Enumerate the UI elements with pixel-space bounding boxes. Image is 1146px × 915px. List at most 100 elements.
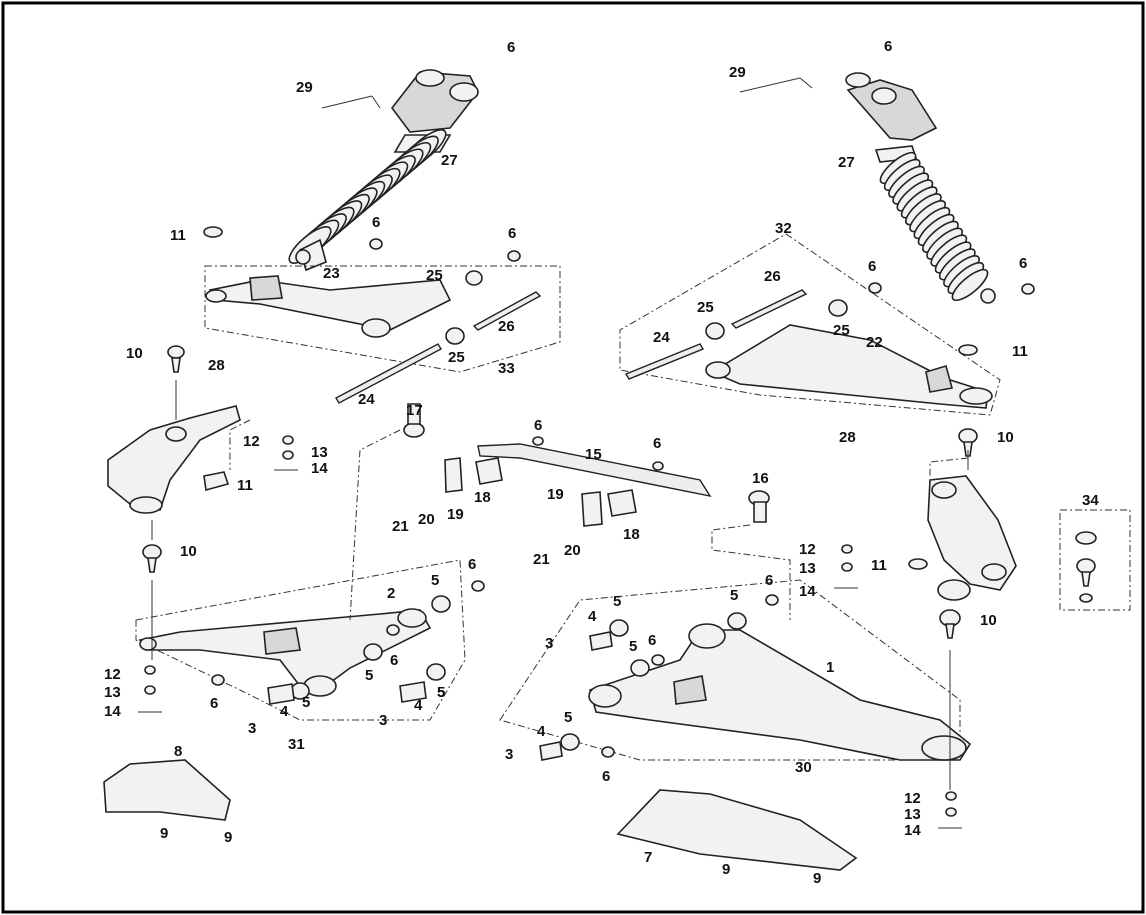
callout-6: 6 [507, 39, 515, 56]
callout-9: 9 [722, 861, 730, 878]
callout-25: 25 [833, 322, 850, 339]
callout-11: 11 [1012, 343, 1028, 360]
callout-4: 4 [280, 703, 289, 720]
callout-9: 9 [813, 870, 821, 887]
callout-22: 22 [866, 334, 883, 351]
spring-coil [951, 268, 989, 302]
callout-2: 2 [387, 585, 395, 602]
callout-25: 25 [448, 349, 465, 366]
callout-6: 6 [372, 214, 380, 231]
callout-10: 10 [180, 543, 197, 560]
callout-11: 11 [170, 227, 186, 244]
callout-18: 18 [623, 526, 640, 543]
leader-lines [151, 77, 969, 790]
callout-6: 6 [653, 435, 661, 452]
right-upper-shock [845, 72, 996, 304]
callout-12: 12 [243, 433, 260, 450]
callout-21: 21 [533, 551, 550, 568]
stabilizer-bar [403, 403, 770, 527]
callout-6: 6 [210, 695, 218, 712]
callout-10: 10 [997, 429, 1014, 446]
callout-6: 6 [765, 572, 773, 589]
callout-5: 5 [564, 709, 572, 726]
callout-27: 27 [441, 152, 458, 169]
small-hardware [138, 435, 962, 829]
callout-31: 31 [288, 736, 305, 753]
callout-12: 12 [799, 541, 816, 558]
callout-18: 18 [474, 489, 491, 506]
callout-13: 13 [104, 684, 121, 701]
left-guard-plate [103, 759, 231, 821]
callout-24: 24 [358, 391, 375, 408]
callout-26: 26 [498, 318, 515, 335]
callout-32: 32 [775, 220, 792, 237]
callout-5: 5 [613, 593, 621, 610]
callout-6: 6 [390, 652, 398, 669]
callout-5: 5 [437, 684, 445, 701]
right-lower-a-arm [539, 594, 972, 761]
callout-28: 28 [839, 429, 856, 446]
callout-10: 10 [126, 345, 143, 362]
callout-3: 3 [545, 635, 553, 652]
callout-13: 13 [904, 806, 921, 823]
callout-11: 11 [871, 557, 887, 574]
callout-20: 20 [418, 511, 435, 528]
callout-6: 6 [508, 225, 516, 242]
callout-12: 12 [904, 790, 921, 807]
callout-13: 13 [799, 560, 816, 577]
callout-4: 4 [588, 608, 597, 625]
right-upper-a-arm [624, 282, 1035, 409]
ball-joint-kit [1059, 509, 1131, 611]
callout-25: 25 [426, 267, 443, 284]
box-31-outline [135, 559, 466, 721]
left-upper-a-arm [205, 238, 542, 404]
callout-3: 3 [379, 712, 387, 729]
callout-14: 14 [799, 583, 816, 600]
callout-14: 14 [311, 460, 328, 477]
callout-5: 5 [730, 587, 738, 604]
callout-3: 3 [505, 746, 513, 763]
callout-3: 3 [248, 720, 256, 737]
callout-14: 14 [904, 822, 921, 839]
callout-15: 15 [585, 446, 602, 463]
callout-10: 10 [980, 612, 997, 629]
callout-25: 25 [697, 299, 714, 316]
callout-12: 12 [104, 666, 121, 683]
callout-6: 6 [884, 38, 892, 55]
callout-5: 5 [365, 667, 373, 684]
callout-16: 16 [752, 470, 769, 487]
callout-28: 28 [208, 357, 225, 374]
callout-6: 6 [602, 768, 610, 785]
callout-27: 27 [838, 154, 855, 171]
callout-6: 6 [868, 258, 876, 275]
callout-33: 33 [498, 360, 515, 377]
callout-4: 4 [414, 697, 423, 714]
callout-5: 5 [302, 694, 310, 711]
callout-24: 24 [653, 329, 670, 346]
left-steering-knuckle [107, 226, 241, 573]
callout-7: 7 [644, 849, 652, 866]
box-30-outline [499, 579, 961, 761]
callout-13: 13 [311, 444, 328, 461]
callout-9: 9 [160, 825, 168, 842]
callout-23: 23 [323, 265, 340, 282]
callout-5: 5 [431, 572, 439, 589]
callout-26: 26 [764, 268, 781, 285]
callout-5: 5 [437, 684, 445, 701]
callout-34: 34 [1082, 492, 1099, 509]
callout-6: 6 [1019, 255, 1027, 272]
callout-9: 9 [224, 829, 232, 846]
left-upper-shock [288, 69, 479, 272]
callout-11: 11 [237, 477, 253, 494]
callout-19: 19 [547, 486, 564, 503]
callout-6: 6 [648, 632, 656, 649]
callout-6: 6 [468, 556, 476, 573]
callout-29: 29 [729, 64, 746, 81]
callout-8: 8 [174, 743, 182, 760]
callout-4: 4 [537, 723, 546, 740]
callout-17: 17 [406, 402, 423, 419]
callout-1: 1 [826, 659, 834, 676]
callout-29: 29 [296, 79, 313, 96]
callouts: 29 6 27 11 6 6 23 25 26 10 28 25 33 24 2… [104, 38, 1099, 887]
